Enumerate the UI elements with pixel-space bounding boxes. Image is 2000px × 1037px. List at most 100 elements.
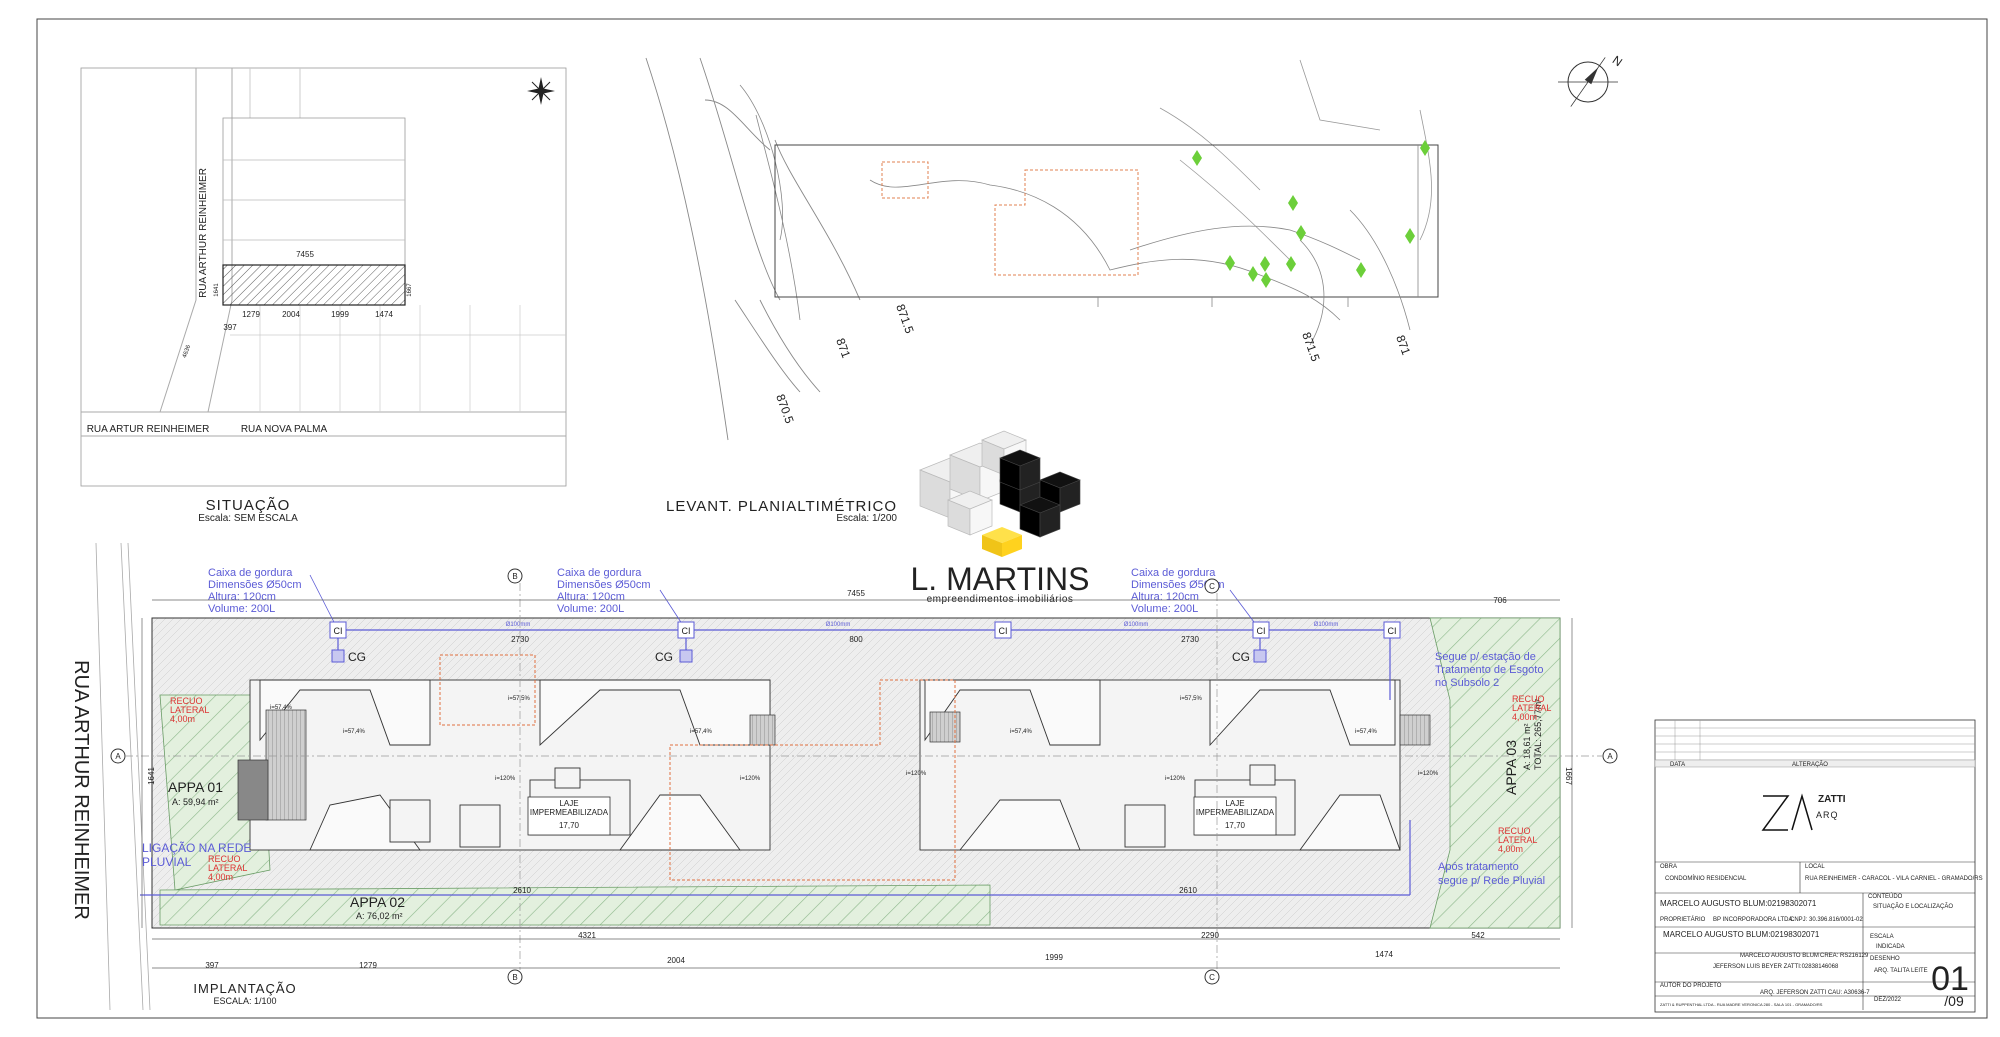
svg-text:i=120%: i=120% — [740, 776, 761, 782]
situacao-street-bottom: RUA ARTUR REINHEIMER — [87, 424, 210, 435]
ci-label: CI — [682, 626, 691, 636]
ramp — [237, 759, 269, 821]
logo-tagline: empreendimentos imobiliários — [927, 594, 1074, 605]
slope-label: i=57,4% i=57,4% i=57,5% i=57,4% i=57,4% … — [270, 696, 1439, 782]
contour-label: 871 — [1393, 333, 1413, 357]
svg-text:Dimensões Ø50cm: Dimensões Ø50cm — [557, 579, 651, 591]
implantacao-plan: RUA ARTHUR REINHEIMER — [70, 542, 1618, 1011]
demolition-outline — [439, 654, 956, 881]
svg-text:i=57,5%: i=57,5% — [1180, 696, 1203, 702]
svg-text:4,00m: 4,00m — [170, 714, 195, 724]
svg-text:Volume: 200L: Volume: 200L — [208, 603, 275, 615]
situacao-frame — [80, 67, 567, 487]
svg-text:i=57,4%: i=57,4% — [690, 729, 713, 735]
levantamento-title: LEVANT. PLANIALTIMÉTRICO — [666, 498, 897, 515]
situacao-dim-corner: 397 — [223, 323, 237, 332]
svg-text:Altura: 120cm: Altura: 120cm — [208, 591, 276, 603]
pluvial-after-treatment-note: Após tratamento segue p/ Rede Pluvial — [1438, 861, 1545, 887]
compass-icon — [527, 77, 555, 105]
dim-label: 2004 — [667, 956, 685, 965]
situacao-dim-right: 1667 — [407, 283, 413, 297]
situacao-lot — [222, 264, 406, 306]
zatti-logo-icon — [1761, 793, 1813, 831]
appa-01-label: APPA 01 — [168, 779, 223, 795]
svg-text:RECUO: RECUO — [1512, 694, 1545, 704]
existing-structure — [994, 169, 1139, 276]
svg-text:no Subsolo 2: no Subsolo 2 — [1435, 677, 1499, 689]
grease-box-marker — [331, 649, 345, 663]
svg-text:LAJE: LAJE — [1225, 799, 1244, 808]
appa-02-area — [159, 884, 991, 926]
inspection-box — [329, 621, 1401, 639]
appa-03-label: APPA 03 — [1503, 740, 1519, 795]
pipe-label: Ø100mm — [506, 622, 531, 628]
situacao-dim-bottom: 1999 — [331, 310, 349, 319]
situacao-street-bottom: RUA NOVA PALMA — [241, 424, 328, 435]
local-value: RUA REINHEIMER - CARACOL - VILA CARNIEL … — [1805, 876, 1983, 882]
cg-label: CG — [655, 650, 673, 664]
implantacao-title: IMPLANTAÇÃO — [193, 981, 296, 996]
resp-value: MARCELO AUGUSTO BLUM — [1740, 953, 1819, 959]
dim-label: 4321 — [578, 931, 596, 940]
svg-text:segue p/ Rede Pluvial: segue p/ Rede Pluvial — [1438, 875, 1545, 887]
implantacao-scale: ESCALA: 1/100 — [213, 996, 276, 1006]
roof-slab-label: LAJE IMPERMEABILIZADA 17,70 — [1193, 796, 1277, 836]
svg-text:i=57,4%: i=57,4% — [1355, 729, 1378, 735]
situacao-dim-left: 1641 — [214, 283, 220, 297]
ci-label: CI — [1257, 626, 1266, 636]
svg-text:RECUO: RECUO — [170, 696, 203, 706]
svg-text:i=57,4%: i=57,4% — [1010, 729, 1033, 735]
appa-03-total-label: TOTAL: 265,77m² — [1533, 699, 1543, 770]
scale-value: INDICADA — [1876, 944, 1905, 950]
dim-label: 2610 — [1179, 886, 1197, 895]
scale-label: ESCALA — [1870, 934, 1894, 940]
svg-text:i=120%: i=120% — [906, 771, 927, 777]
svg-text:RECUO: RECUO — [208, 854, 241, 864]
appa-01-area — [159, 694, 271, 891]
svg-text:C: C — [1209, 582, 1215, 591]
svg-text:i=120%: i=120% — [1418, 771, 1439, 777]
rev-header: ALTERAÇÃO — [1792, 761, 1828, 768]
situacao-plan: 7455 1641 1667 4636 397 1279 2004 1999 1… — [80, 67, 567, 524]
svg-text:LATERAL: LATERAL — [1498, 835, 1537, 845]
levantamento-plan: 870.5 871 871.5 871.5 871 N LEVANT. PLAN… — [645, 53, 1625, 524]
svg-text:Volume: 200L: Volume: 200L — [557, 603, 624, 615]
situacao-street-vertical: RUA ARTHUR REINHEIMER — [198, 168, 209, 298]
situacao-title: SITUAÇÃO — [206, 497, 291, 514]
dim-label: 800 — [849, 635, 863, 644]
existing-structure — [881, 161, 929, 199]
svg-text:i=120%: i=120% — [1165, 776, 1186, 782]
dim-label: 1999 — [1045, 953, 1063, 962]
roof-slab-label: LAJE IMPERMEABILIZADA 17,70 — [527, 796, 611, 836]
svg-text:A: A — [1607, 752, 1613, 761]
local-label: LOCAL — [1805, 864, 1825, 870]
ci-label: CI — [1388, 626, 1397, 636]
svg-text:4,00m: 4,00m — [1498, 844, 1523, 854]
author-label: AUTOR DO PROJETO — [1660, 983, 1722, 989]
contour-label: 871.5 — [1299, 330, 1323, 363]
setback-note: RECUO LATERAL 4,00m — [1512, 694, 1551, 722]
dim-label: 2730 — [1181, 635, 1199, 644]
sheet-number: 01 — [1931, 960, 1969, 998]
north-arrow-icon: N — [1558, 53, 1625, 107]
appa-02-label: APPA 02 — [350, 894, 405, 910]
svg-text:17,70: 17,70 — [559, 821, 580, 830]
svg-text:Caixa de gordura: Caixa de gordura — [208, 567, 293, 579]
svg-text:Volume: 200L: Volume: 200L — [1131, 603, 1198, 615]
content-label: CONTEÚDO — [1868, 893, 1903, 900]
situacao-dim-bottom: 1474 — [375, 310, 393, 319]
svg-text:LIGAÇÃO NA REDE: LIGAÇÃO NA REDE — [142, 841, 251, 855]
implantacao-street: RUA ARTHUR REINHEIMER — [70, 660, 92, 920]
svg-text:Após tratamento: Após tratamento — [1438, 861, 1519, 873]
contour-label: 871.5 — [893, 302, 917, 335]
appa-03-area-label: A: 18,61 m² — [1522, 723, 1532, 770]
grease-box-marker — [679, 649, 693, 663]
rev-date-label: DATA — [1670, 762, 1685, 768]
levantamento-scale: Escala: 1/200 — [836, 513, 897, 524]
dim-label: 1667 — [1564, 767, 1573, 785]
owner-value: BP INCORPORADORA LTDA. — [1713, 917, 1794, 923]
svg-text:PLUVIAL: PLUVIAL — [142, 855, 192, 869]
situacao-scale: Escala: SEM ESCALA — [198, 513, 298, 524]
drawn-label: DESENHO — [1870, 956, 1900, 962]
svg-text:Altura: 120cm: Altura: 120cm — [1131, 591, 1199, 603]
